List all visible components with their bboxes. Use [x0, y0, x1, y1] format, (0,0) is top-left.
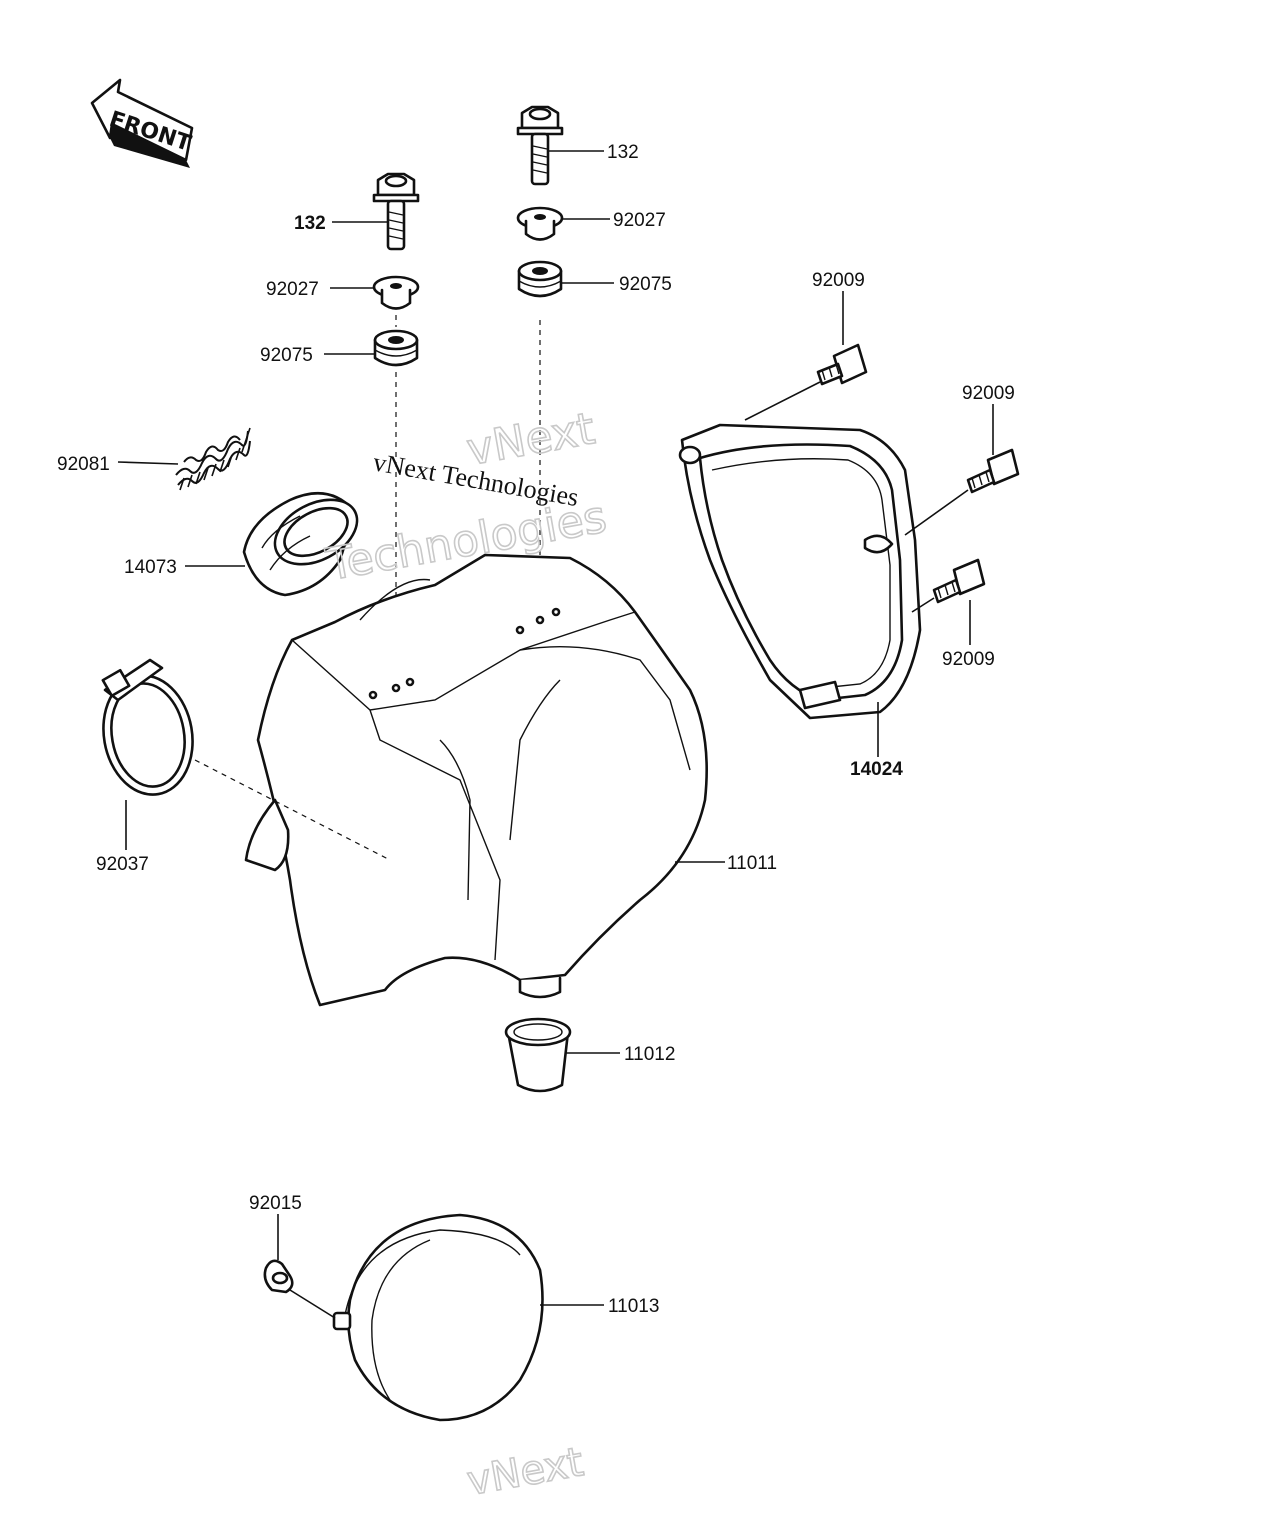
collar-b-icon — [516, 206, 564, 241]
leader-lines — [117, 150, 994, 1306]
clamp-icon — [101, 658, 194, 796]
axis-line-e — [744, 381, 821, 421]
callout-damper-a: 92075 — [260, 345, 313, 366]
air-cleaner-case-icon — [244, 553, 708, 1007]
svg-text:vNext: vNext — [463, 403, 598, 476]
bolt-c-icon — [816, 343, 868, 386]
collar-a-icon — [372, 275, 420, 310]
callout-collar-a: 92027 — [266, 279, 319, 300]
callout-bolt-d: 92009 — [962, 383, 1015, 404]
drain-cap-icon — [504, 1017, 572, 1093]
bolt-a-icon — [372, 172, 420, 251]
axis-line-h — [289, 1289, 336, 1319]
callout-collar-b: 92027 — [613, 210, 666, 231]
axis-line-g — [911, 597, 935, 613]
callout-spring: 92081 — [57, 454, 110, 475]
callout-bolt-b: 132 — [607, 142, 639, 163]
callout-bolt-e: 92009 — [942, 649, 995, 670]
front-arrow-icon: FRONT — [90, 78, 194, 168]
damper-a-icon — [373, 329, 419, 367]
svg-text:vNext: vNext — [464, 1439, 587, 1505]
callout-bolt-c: 92009 — [812, 270, 865, 291]
callout-clamp: 92037 — [96, 854, 149, 875]
callout-labels: 132 92027 92075 132 92027 92075 92009 92… — [57, 142, 1015, 1317]
callout-duct: 14073 — [124, 557, 177, 578]
bolt-d-icon — [966, 448, 1020, 494]
bolt-e-icon — [932, 558, 986, 604]
callout-damper-b: 92075 — [619, 274, 672, 295]
duct-icon — [242, 492, 359, 597]
callout-cap: 11012 — [624, 1044, 675, 1065]
axis-line-f — [904, 489, 969, 536]
callout-case: 11011 — [727, 853, 777, 874]
callout-element: 11013 — [608, 1296, 659, 1317]
axis-line-d — [194, 759, 391, 861]
wing-nut-icon — [263, 1259, 294, 1294]
bolt-b-icon — [516, 105, 564, 186]
spring-icon — [175, 427, 251, 491]
callout-cover: 14024 — [850, 759, 903, 780]
callout-bolt-a: 132 — [294, 213, 326, 234]
callout-nut: 92015 — [249, 1193, 302, 1214]
case-cover-icon — [678, 423, 922, 720]
damper-b-icon — [517, 260, 563, 298]
air-filter-element-icon — [332, 1213, 544, 1422]
